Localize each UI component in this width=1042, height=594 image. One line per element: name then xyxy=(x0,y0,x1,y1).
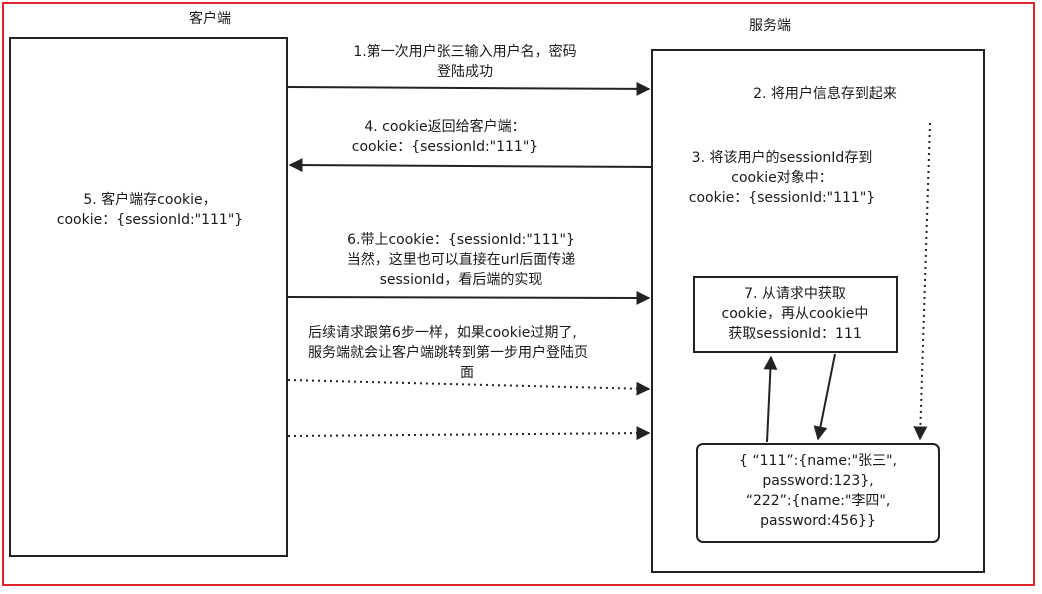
session-store-line-2: password:123}, xyxy=(762,473,874,489)
message-step6: 6.带上cookie：{sessionId:"111"} 当然，这里也可以直接在… xyxy=(296,230,626,290)
message-step4-line-2: cookie：{sessionId:"111"} xyxy=(351,139,539,155)
session-store-line-1: { “111”:{name:"张三", xyxy=(739,453,897,469)
session-store-line-3: “222”:{name:"李四", xyxy=(745,493,891,509)
message-followup: 后续请求跟第6步一样，如果cookie过期了, 服务端就会让客户端跳转到第一步用… xyxy=(308,323,648,383)
arrow-step7-to-store xyxy=(813,353,836,441)
server-step2: 2. 将用户信息存到起来 xyxy=(753,86,897,102)
arrow-store-to-step7 xyxy=(763,355,778,443)
session-store-box xyxy=(696,443,940,543)
message-followup-line-3: 面 xyxy=(460,365,474,381)
client-store-text: 5. 客户端存cookie， cookie：{sessionId:"111"} xyxy=(20,190,280,230)
client-title: 客户端 xyxy=(189,11,231,27)
arrow-followup-2 xyxy=(287,426,651,441)
message-step4: 4. cookie返回给客户端： cookie：{sessionId:"111"… xyxy=(300,117,590,157)
server-step3-line-3: cookie：{sessionId:"111"} xyxy=(688,190,876,206)
arrow-step6 xyxy=(287,290,651,305)
message-step6-line-3: sessionId，看后端的实现 xyxy=(379,272,543,288)
message-step1-line-2: 登陆成功 xyxy=(437,64,493,80)
message-followup-line-1: 后续请求跟第6步一样，如果cookie过期了, xyxy=(308,325,577,341)
step7-text: 7. 从请求中获取 cookie，再从cookie中 获取sessionId：1… xyxy=(700,284,890,344)
message-step1: 1.第一次用户张三输入用户名，密码 登陆成功 xyxy=(300,42,630,82)
message-step6-line-1: 6.带上cookie：{sessionId:"111"} xyxy=(347,232,575,248)
arrow-step1 xyxy=(287,81,651,96)
arrow-store-down xyxy=(913,122,931,441)
step7-line-1: 7. 从请求中获取 xyxy=(744,286,846,302)
session-store-line-4: password:456}} xyxy=(760,513,876,529)
client-box xyxy=(9,37,288,557)
step7-box xyxy=(693,276,898,353)
arrow-step4 xyxy=(288,158,652,173)
arrow-followup-1 xyxy=(287,379,651,396)
server-step3-line-2: cookie对象中： xyxy=(731,170,833,186)
message-step1-line-1: 1.第一次用户张三输入用户名，密码 xyxy=(353,44,577,60)
server-step3-line-1: 3. 将该用户的sessionId存到 xyxy=(691,150,873,166)
step7-line-3: 获取sessionId：111 xyxy=(728,326,862,342)
message-step4-line-1: 4. cookie返回给客户端： xyxy=(364,119,526,135)
session-store-text: { “111”:{name:"张三", password:123}, “222”… xyxy=(700,451,936,531)
server-step3: 3. 将该用户的sessionId存到 cookie对象中： cookie：{s… xyxy=(662,148,902,208)
client-store-line-2: cookie：{sessionId:"111"} xyxy=(56,212,244,228)
step7-line-2: cookie，再从cookie中 xyxy=(721,306,869,322)
outer-frame xyxy=(2,2,1035,586)
message-followup-line-2: 服务端就会让客户端跳转到第一步用户登陆页 xyxy=(308,345,588,361)
server-title: 服务端 xyxy=(749,18,791,34)
message-step6-line-2: 当然，这里也可以直接在url后面传递 xyxy=(346,252,576,268)
client-store-line-1: 5. 客户端存cookie， xyxy=(83,192,217,208)
